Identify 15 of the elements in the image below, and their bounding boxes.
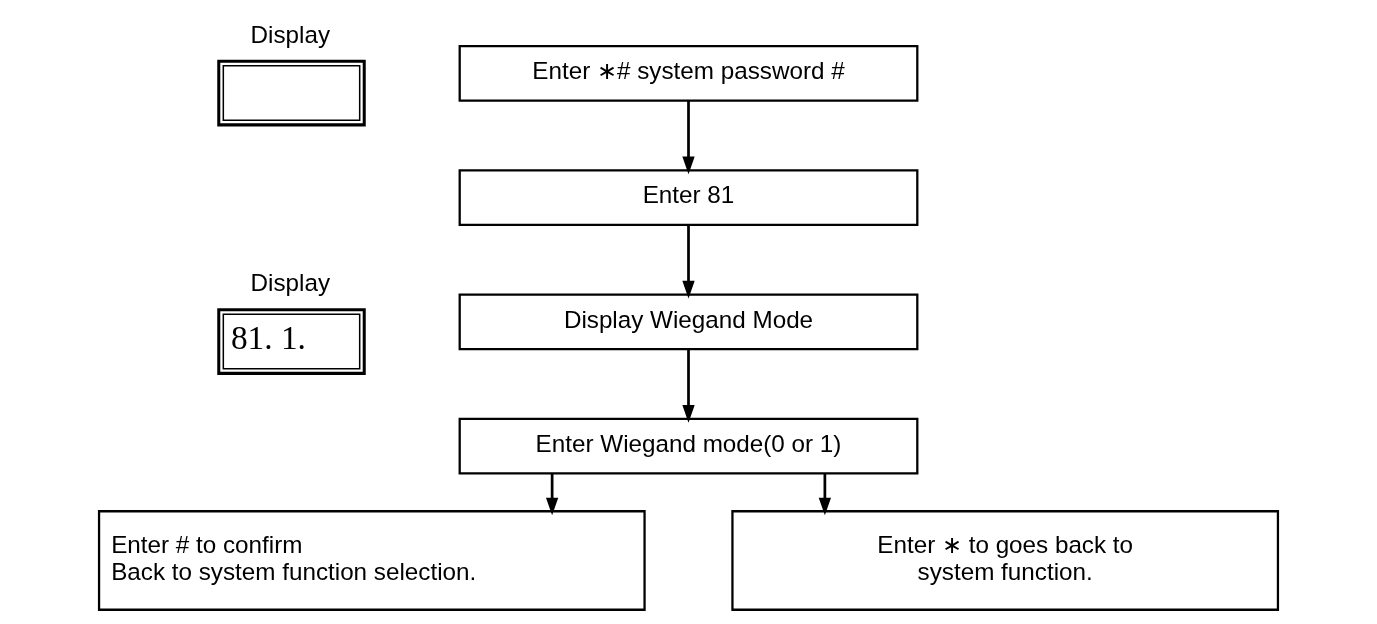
node-box: Enter ∗ to goes back to system function. (731, 510, 1280, 611)
node-box: Enter 81 (458, 169, 919, 226)
node-box (217, 59, 366, 127)
node-label: Display (250, 269, 331, 297)
node-box: 81. 1. (217, 308, 366, 375)
arrow (818, 473, 832, 516)
arrow (682, 349, 695, 423)
node-label: Display (250, 20, 331, 48)
arrow (682, 100, 695, 175)
node-box: Enter ∗# system password # (458, 44, 919, 102)
node-box: Display Wiegand Mode (458, 293, 919, 351)
node-box: Enter Wiegand mode(0 or 1) (458, 417, 919, 475)
arrow (545, 473, 559, 516)
node-box: Enter # to confirm Back to system function selection. (97, 510, 646, 611)
arrow (682, 225, 695, 299)
